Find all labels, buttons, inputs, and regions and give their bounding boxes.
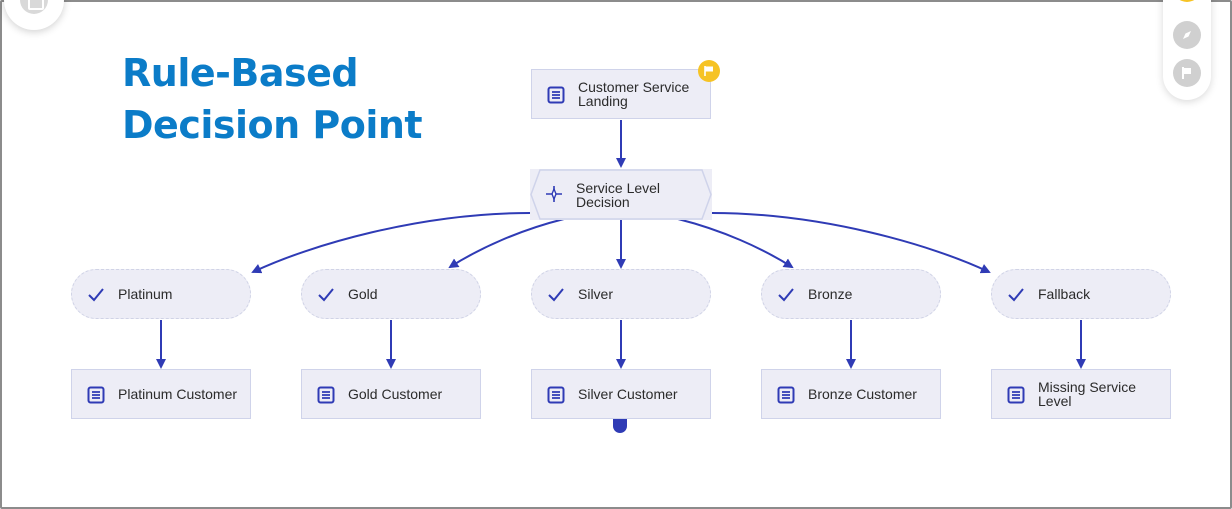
branch-platinum[interactable]: Platinum [71,269,251,319]
node-label: Bronze Customer [808,386,917,402]
node-bronze-customer[interactable]: Bronze Customer [761,369,941,419]
right-toolbar [1163,0,1211,100]
page-icon [547,86,565,104]
page-icon [547,386,565,404]
check-icon [1008,288,1024,302]
node-gold-customer[interactable]: Gold Customer [301,369,481,419]
check-icon [548,288,564,302]
edge-decision-gold [448,218,565,269]
compass-button[interactable] [1173,21,1201,49]
node-silver-customer[interactable]: Silver Customer [531,369,711,419]
node-label: Missing Service Level [1038,379,1137,409]
page-icon [777,386,795,404]
branch-label: Bronze [808,286,853,302]
edge-decision-bronze [677,218,794,269]
title-line-1: Rule-Based [122,51,359,95]
node-missing-service-level[interactable]: Missing Service Level [991,369,1171,419]
branch-gold[interactable]: Gold [301,269,481,319]
edge-decision-platinum [251,212,531,274]
flag-button[interactable] [1173,59,1201,87]
branch-silver[interactable]: Silver [531,269,711,319]
title-line-2: Decision Point [122,103,423,147]
decision-icon [546,186,562,202]
check-icon [318,288,334,302]
branch-label: Gold [348,286,378,302]
page-icon [87,386,105,404]
branch-bronze[interactable]: Bronze [761,269,941,319]
node-label: Customer Service Landing [578,79,690,109]
flag-icon [704,66,713,76]
node-label: Platinum Customer [118,386,238,402]
node-platinum-customer[interactable]: Platinum Customer [71,369,251,419]
branch-fallback[interactable]: Fallback [991,269,1171,319]
highlight-button[interactable] [1173,0,1201,2]
node-service-level-decision[interactable]: Service Level Decision [530,169,712,220]
flag-badge[interactable] [698,60,720,82]
node-customer-service-landing[interactable]: Customer Service Landing [531,69,711,119]
check-icon [88,288,104,302]
node-label: Gold Customer [348,386,443,402]
page-icon [317,386,335,404]
home-icon [20,0,48,14]
flag-icon [1182,67,1191,79]
check-icon [778,288,794,302]
compass-icon [1183,31,1191,39]
page-icon [1007,386,1025,404]
add-connector-handle[interactable] [613,419,627,433]
branch-label: Silver [578,286,614,302]
branch-label: Fallback [1038,286,1091,302]
node-label: Service Level Decision [576,179,661,210]
edge-decision-fallback [711,212,991,274]
diagram-title: Rule-Based Decision Point [122,47,462,151]
decision-shape [530,169,712,220]
node-label: Silver Customer [578,386,678,402]
branch-label: Platinum [118,286,173,302]
